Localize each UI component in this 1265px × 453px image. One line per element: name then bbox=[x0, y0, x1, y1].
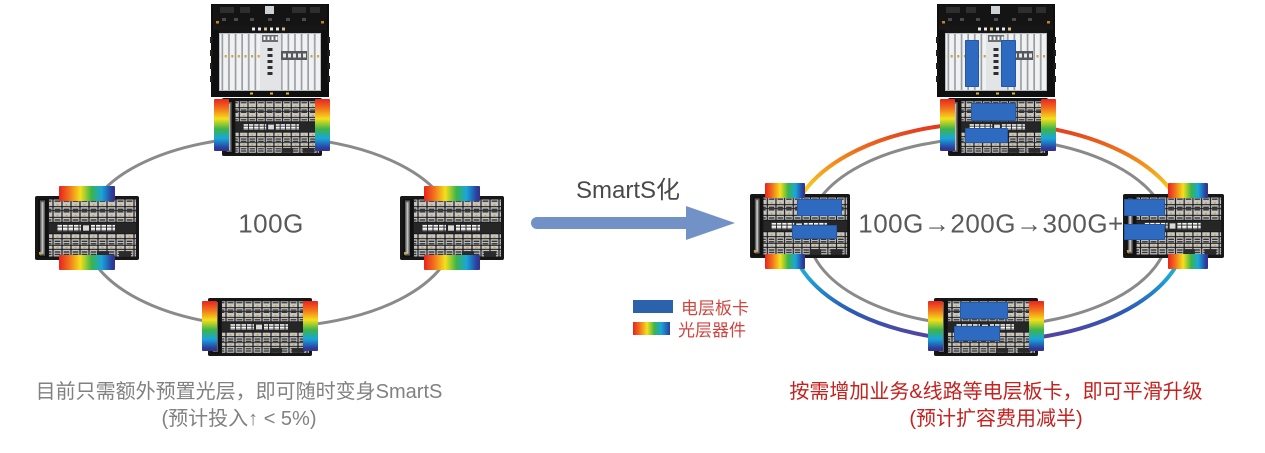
electrical-board bbox=[965, 40, 979, 87]
right-ring-top-shelf bbox=[940, 98, 1056, 156]
legend-row-electrical: 电层板卡 bbox=[633, 299, 749, 318]
electrical-board bbox=[1124, 199, 1165, 216]
optical-rainbow-strip bbox=[424, 255, 480, 270]
otn-core-chassis-icon bbox=[210, 4, 330, 97]
electrical-board bbox=[960, 302, 1008, 319]
optical-rainbow-strip bbox=[1029, 301, 1044, 351]
electrical-board bbox=[965, 128, 1008, 143]
legend: 电层板卡 光层器件 bbox=[633, 299, 749, 340]
electrical-board bbox=[797, 199, 842, 216]
optical-rainbow-strip bbox=[59, 255, 115, 270]
optical-rainbow-strip bbox=[928, 301, 943, 351]
legend-row-optical: 光层器件 bbox=[633, 321, 749, 340]
right-ring-west-node bbox=[750, 183, 850, 269]
left-ring-west-node bbox=[35, 186, 139, 270]
right-caption: 按需增加业务&线路等电层板卡，即可平滑升级 (预计扩容费用减半) bbox=[740, 379, 1252, 433]
optical-rainbow-strip bbox=[303, 301, 318, 351]
electrical-board bbox=[792, 225, 837, 239]
electrical-board bbox=[1124, 224, 1165, 240]
left-ring-capacity-label: 100G bbox=[238, 208, 304, 239]
left-caption-line1: 目前只需额外预置光层，即可随时变身SmartS bbox=[35, 381, 443, 403]
smarts-arrow-icon bbox=[531, 206, 735, 240]
optical-rainbow-strip bbox=[1168, 183, 1208, 198]
optical-rainbow-strip bbox=[202, 301, 217, 351]
right-caption-line2: (预计扩容费用减半) bbox=[909, 408, 1083, 430]
otn-shelf-icon bbox=[222, 98, 322, 156]
optical-rainbow-strip bbox=[315, 99, 330, 151]
otn-core-chassis-icon bbox=[936, 4, 1056, 97]
left-ring-core-node bbox=[210, 4, 330, 97]
optical-rainbow-strip bbox=[940, 99, 955, 151]
optical-rainbow-strip bbox=[214, 99, 229, 151]
left-caption: 目前只需额外预置光层，即可随时变身SmartS (预计投入↑ < 5%) bbox=[8, 379, 470, 433]
optical-rainbow-strip bbox=[1041, 99, 1056, 151]
electrical-board bbox=[971, 103, 1016, 121]
optical-rainbow-strip bbox=[765, 254, 805, 269]
legend-label: 光层器件 bbox=[678, 320, 746, 340]
left-caption-line2: (预计投入↑ < 5%) bbox=[161, 408, 317, 430]
transition-title: SmartS化 bbox=[575, 177, 680, 204]
left-ring-top-shelf bbox=[214, 98, 330, 156]
electrical-board bbox=[954, 326, 1000, 341]
otn-shelf-icon bbox=[35, 196, 139, 260]
left-ring-east-node bbox=[400, 186, 504, 270]
right-caption-line1: 按需增加业务&线路等电层板卡，即可平滑升级 bbox=[789, 381, 1203, 403]
right-ring-capacity-label: 100G→200G→300G+ bbox=[858, 208, 1124, 239]
right-ring-east-node bbox=[1123, 183, 1224, 269]
right-ring-south-node bbox=[928, 298, 1044, 356]
optical-rainbow-strip bbox=[765, 183, 805, 198]
electrical-board bbox=[1001, 40, 1016, 87]
optical-rainbow-strip bbox=[1168, 254, 1208, 269]
left-ring-south-node bbox=[202, 298, 318, 356]
optical-component-swatch-icon bbox=[633, 321, 670, 335]
optical-rainbow-strip bbox=[59, 186, 115, 201]
electrical-board-swatch-icon bbox=[633, 299, 673, 313]
optical-rainbow-strip bbox=[424, 186, 480, 201]
right-ring-core-node bbox=[936, 4, 1056, 97]
otn-shelf-icon bbox=[400, 196, 504, 260]
legend-label: 电层板卡 bbox=[681, 298, 749, 318]
otn-shelf-icon bbox=[208, 298, 312, 356]
